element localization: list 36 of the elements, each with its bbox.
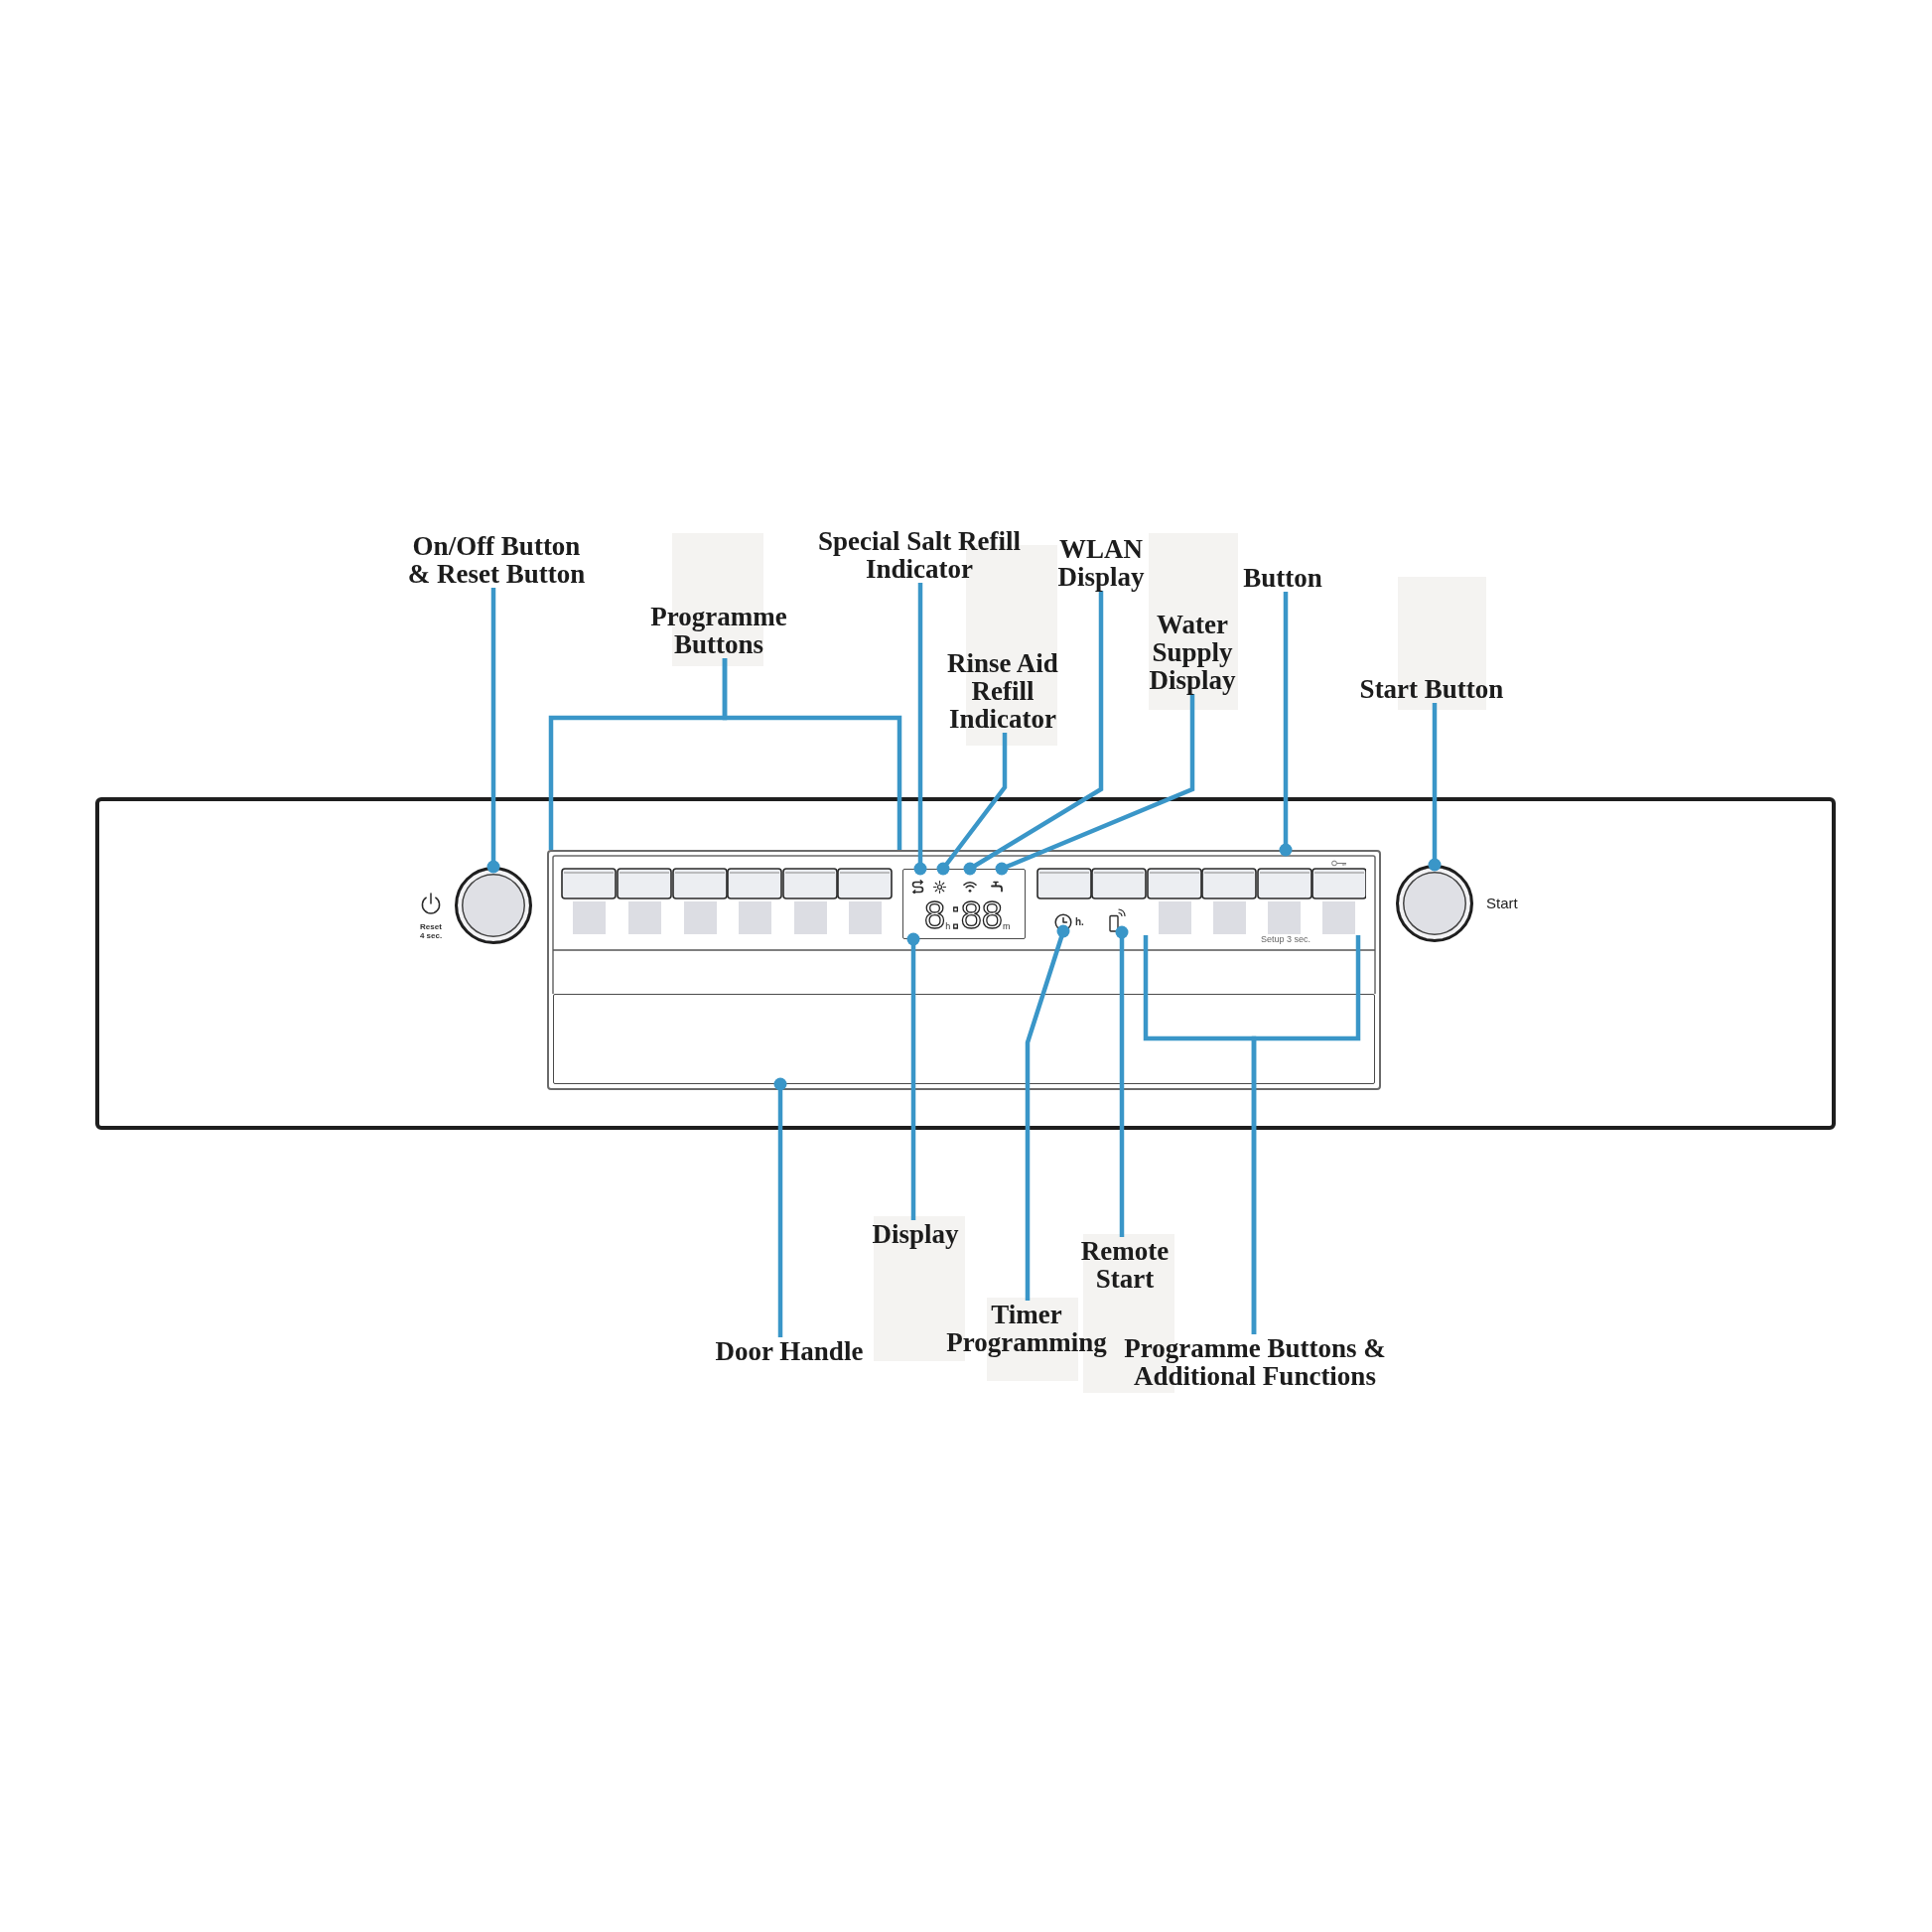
leader-line — [486, 588, 500, 874]
leader-line — [1025, 924, 1070, 1301]
control-fascia — [547, 850, 1381, 1090]
clock-icon — [1054, 913, 1072, 931]
callout-label: Button — [1233, 564, 1332, 592]
callout-label: Rinse Aid Refill Indicator — [943, 649, 1062, 733]
leader-line — [773, 1077, 787, 1337]
knob-caption: Reset 4 sec. — [418, 922, 444, 940]
callout-label: Special Salt Refill Indicator — [812, 527, 1027, 583]
callout-label: Door Handle — [707, 1337, 872, 1365]
callout-label: Water Supply Display — [1145, 611, 1240, 694]
lcd-display — [902, 869, 1026, 939]
leader-line — [906, 932, 920, 1220]
callout-label: WLAN Display — [1051, 535, 1151, 591]
phone-signal-icon — [1109, 907, 1126, 932]
callout-label: Programme Buttons & Additional Functions — [1118, 1334, 1392, 1390]
callout-label: Display — [866, 1220, 965, 1248]
callout-label: Timer Programming — [942, 1301, 1111, 1356]
callout-label: Programme Buttons — [644, 603, 793, 658]
leader-line — [1115, 925, 1129, 1237]
leader-line — [1251, 935, 1361, 1334]
leader-line — [963, 591, 1104, 876]
callout-label: Remote Start — [1075, 1237, 1174, 1293]
leader-line — [1279, 592, 1293, 857]
leader-line — [995, 694, 1195, 876]
callout-label: Start Button — [1347, 675, 1516, 703]
callout-label: On/Off Button & Reset Button — [403, 532, 590, 588]
leader-line — [936, 733, 1008, 876]
button-row — [1036, 868, 1366, 900]
button-caption: Setup 3 sec. — [1261, 934, 1311, 945]
leader-line — [1428, 703, 1442, 872]
knob-caption: Start — [1486, 895, 1518, 912]
leader-line — [722, 658, 902, 850]
leader-line — [913, 583, 927, 876]
door-handle-strip — [553, 994, 1375, 1084]
unit-text: h. — [1075, 916, 1084, 927]
